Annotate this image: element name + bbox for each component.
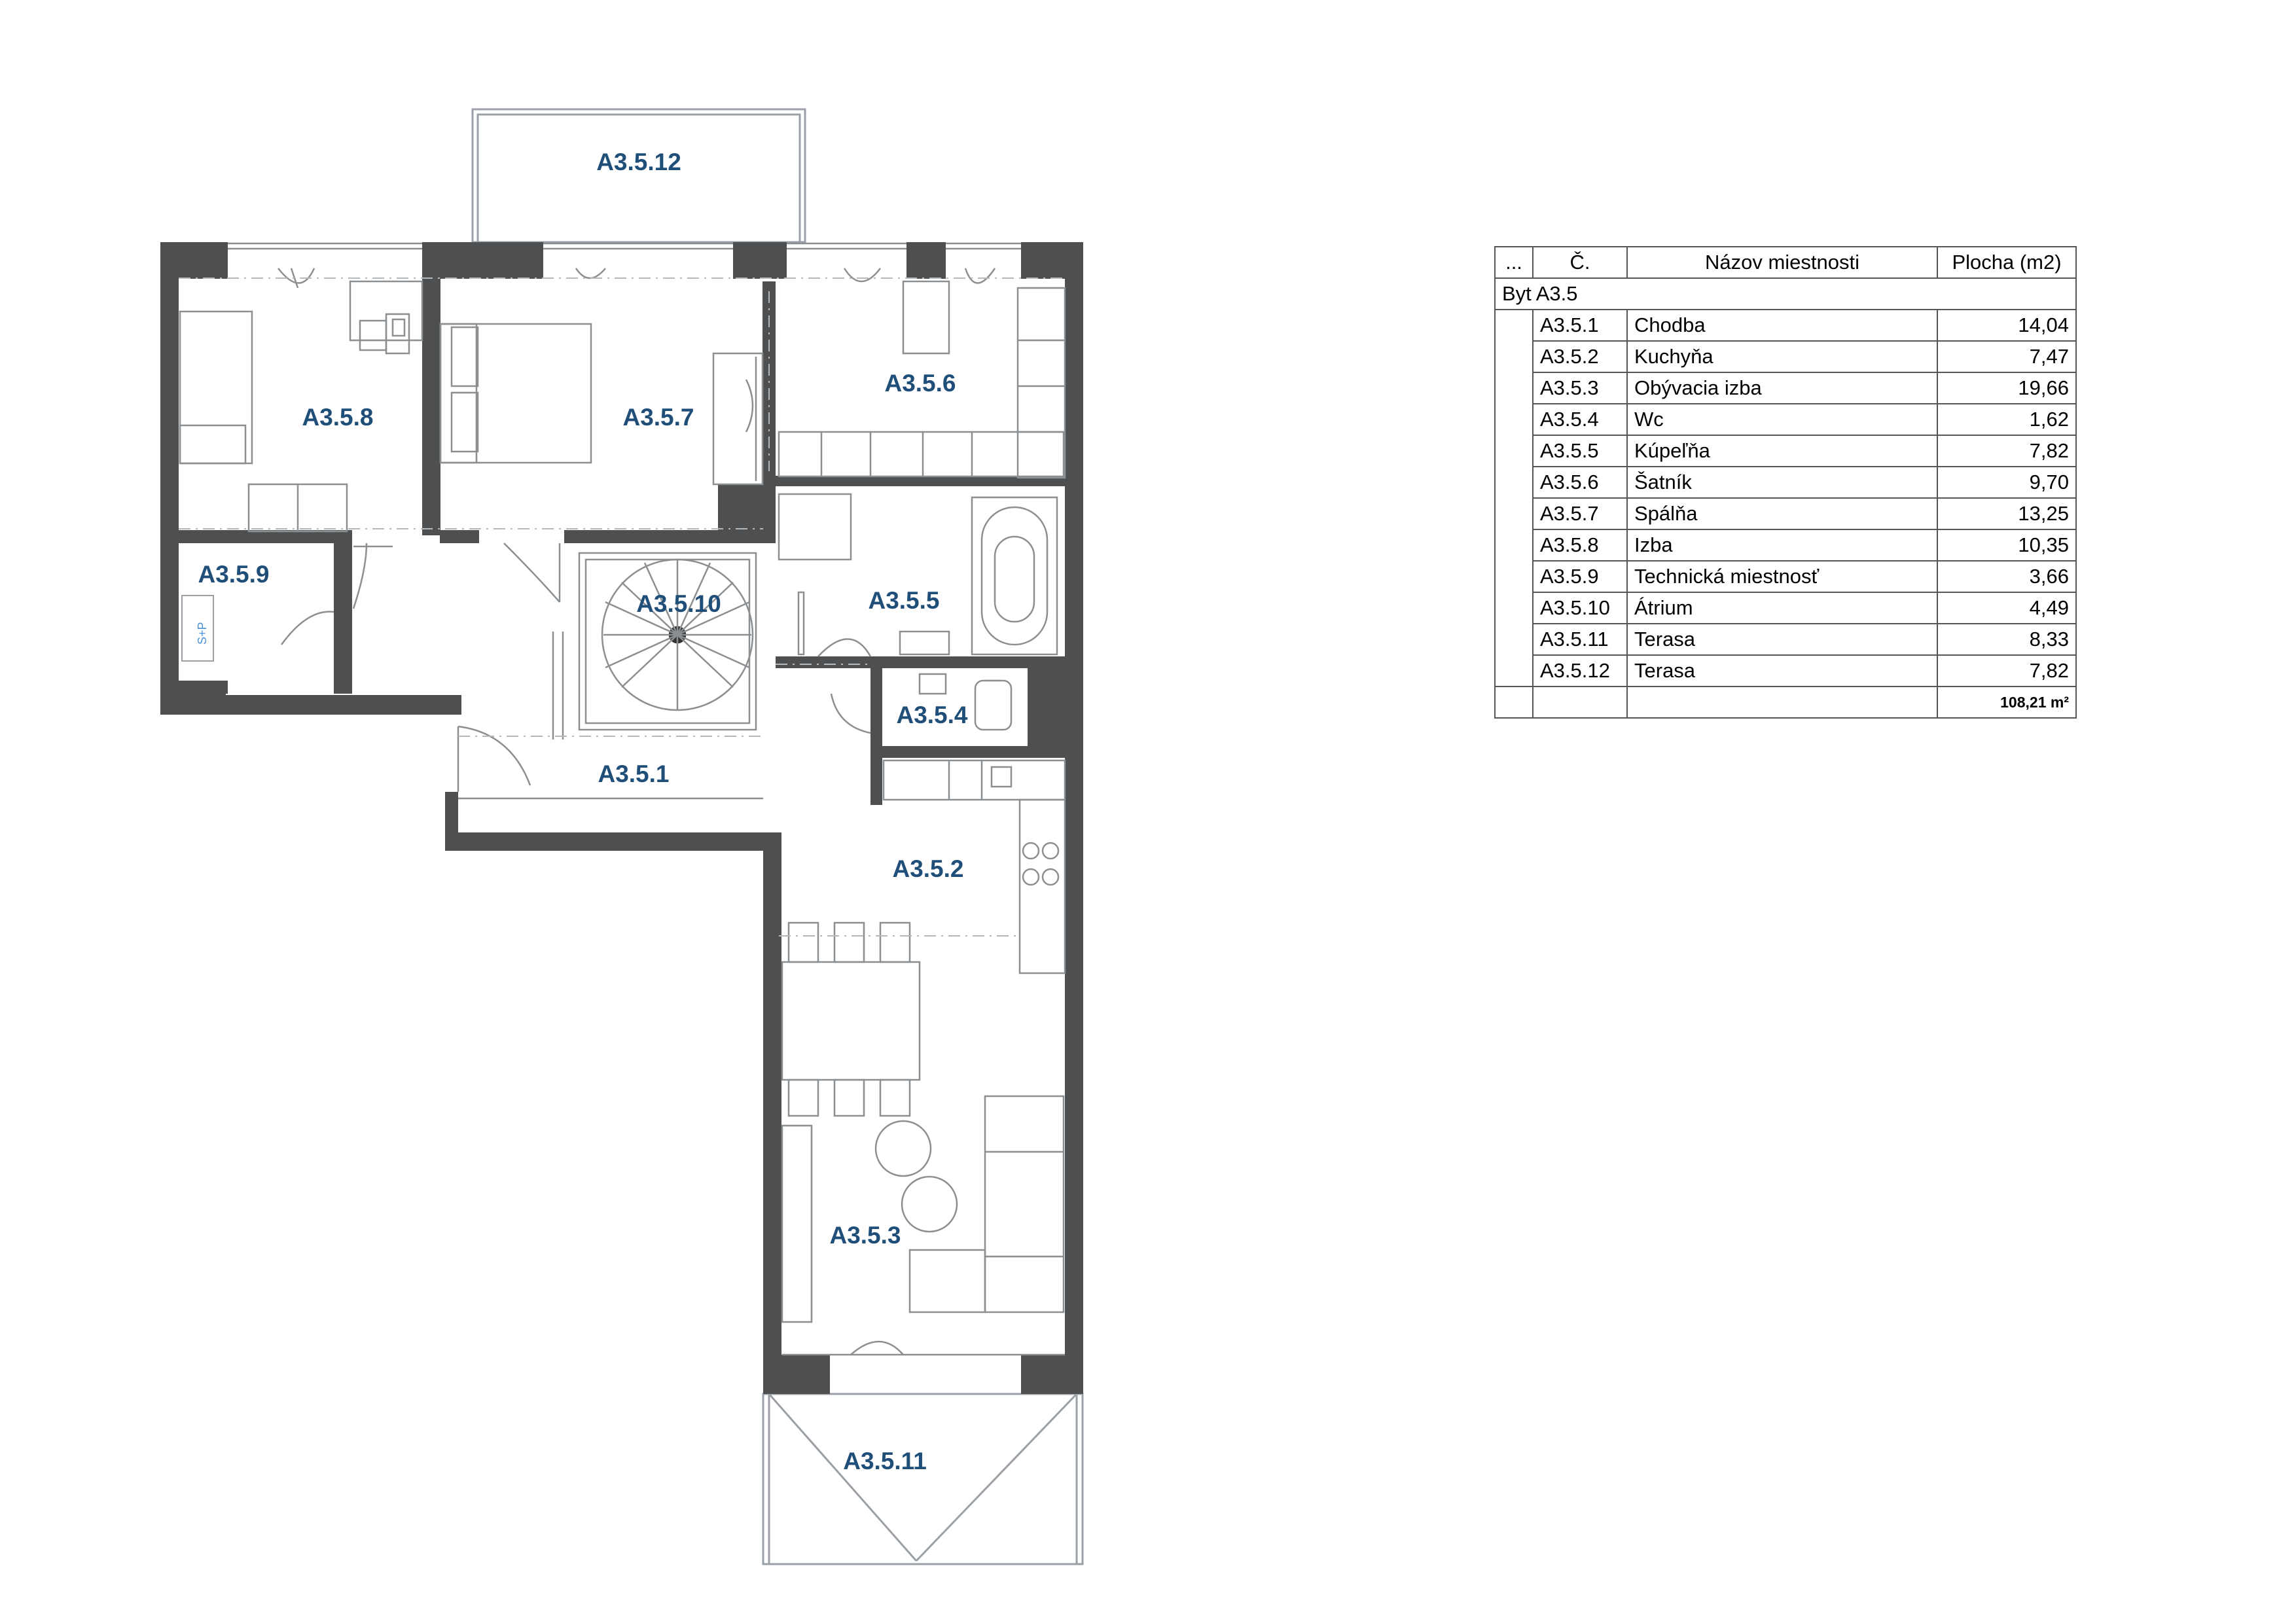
row-area: 8,33 (1937, 623, 2077, 656)
linework (179, 242, 1066, 1356)
row-name: Terasa (1626, 623, 1938, 656)
row-name: Technická miestnosť (1626, 560, 1938, 593)
label-a3-5-1: A3.5.1 (598, 760, 669, 787)
label-a3-5-10: A3.5.10 (636, 590, 721, 617)
room-schedule-table: ... Č. Názov miestnosti Plocha (m2) Byt … (1494, 246, 2077, 719)
row-name: Átrium (1626, 592, 1938, 624)
label-a3-5-5: A3.5.5 (868, 587, 939, 614)
row-area: 19,66 (1937, 372, 2077, 404)
row-name: Kuchyňa (1626, 340, 1938, 373)
row-name: Šatník (1626, 466, 1938, 499)
row-name: Izba (1626, 529, 1938, 562)
table-header: ... Č. Názov miestnosti Plocha (m2) (1494, 246, 2077, 279)
row-spacer (1494, 372, 1534, 404)
row-number: A3.5.7 (1532, 497, 1628, 530)
row-number: A3.5.11 (1532, 623, 1628, 656)
row-number: A3.5.12 (1532, 654, 1628, 687)
service-mark: S+P (181, 595, 214, 662)
row-number: A3.5.3 (1532, 372, 1628, 404)
row-area: 10,35 (1937, 529, 2077, 562)
walls (160, 242, 1083, 1394)
row-spacer (1494, 529, 1534, 561)
row-spacer (1494, 435, 1534, 467)
group-label: Byt A3.5 (1494, 277, 2077, 310)
group-row: Byt A3.5 (1494, 277, 2077, 310)
terrace-a3-5-12 (471, 108, 806, 243)
terrace-a3-5-11 (762, 1393, 1084, 1565)
total-area: 108,21 m² (1937, 686, 2077, 719)
row-area: 13,25 (1937, 497, 2077, 530)
row-area: 7,47 (1937, 340, 2077, 373)
row-number: A3.5.8 (1532, 529, 1628, 562)
row-name: Spálňa (1626, 497, 1938, 530)
row-spacer (1494, 467, 1534, 498)
label-a3-5-4: A3.5.4 (896, 702, 967, 728)
row-number: A3.5.10 (1532, 592, 1628, 624)
label-a3-5-3: A3.5.3 (829, 1222, 901, 1249)
header-col-name: Názov miestnosti (1626, 246, 1938, 279)
row-area: 7,82 (1937, 435, 2077, 467)
row-area: 9,70 (1937, 466, 2077, 499)
header-col-number: Č. (1532, 246, 1628, 279)
row-area: 14,04 (1937, 309, 2077, 342)
row-area: 4,49 (1937, 592, 2077, 624)
row-number: A3.5.9 (1532, 560, 1628, 593)
label-a3-5-8: A3.5.8 (302, 404, 373, 431)
row-spacer (1494, 498, 1534, 529)
row-spacer (1494, 341, 1534, 372)
row-spacer (1494, 624, 1534, 655)
header-col-area: Plocha (m2) (1937, 246, 2077, 279)
label-a3-5-11: A3.5.11 (843, 1448, 927, 1474)
total-row: 108,21 m² (1494, 686, 2077, 719)
row-spacer (1494, 561, 1534, 592)
row-number: A3.5.4 (1532, 403, 1628, 436)
label-a3-5-2: A3.5.2 (892, 855, 963, 882)
row-name: Chodba (1626, 309, 1938, 342)
row-spacer (1494, 655, 1534, 687)
row-name: Wc (1626, 403, 1938, 436)
label-a3-5-12: A3.5.12 (596, 149, 681, 175)
room-labels: A3.5.12 A3.5.8 A3.5.7 A3.5.6 A3.5.9 A3.5… (198, 149, 967, 1474)
label-a3-5-7: A3.5.7 (622, 404, 694, 431)
row-area: 3,66 (1937, 560, 2077, 593)
row-spacer (1494, 404, 1534, 435)
sp-label: S+P (196, 622, 209, 645)
row-spacer (1494, 592, 1534, 624)
row-number: A3.5.1 (1532, 309, 1628, 342)
row-number: A3.5.2 (1532, 340, 1628, 373)
label-a3-5-9: A3.5.9 (198, 561, 269, 588)
row-area: 7,82 (1937, 654, 2077, 687)
row-area: 1,62 (1937, 403, 2077, 436)
dash-lines (179, 277, 1065, 936)
row-number: A3.5.5 (1532, 435, 1628, 467)
row-number: A3.5.6 (1532, 466, 1628, 499)
row-name: Kúpeľňa (1626, 435, 1938, 467)
row-spacer (1494, 310, 1534, 341)
row-name: Obývacia izba (1626, 372, 1938, 404)
label-a3-5-6: A3.5.6 (884, 370, 956, 397)
row-name: Terasa (1626, 654, 1938, 687)
header-col-0: ... (1494, 246, 1534, 279)
